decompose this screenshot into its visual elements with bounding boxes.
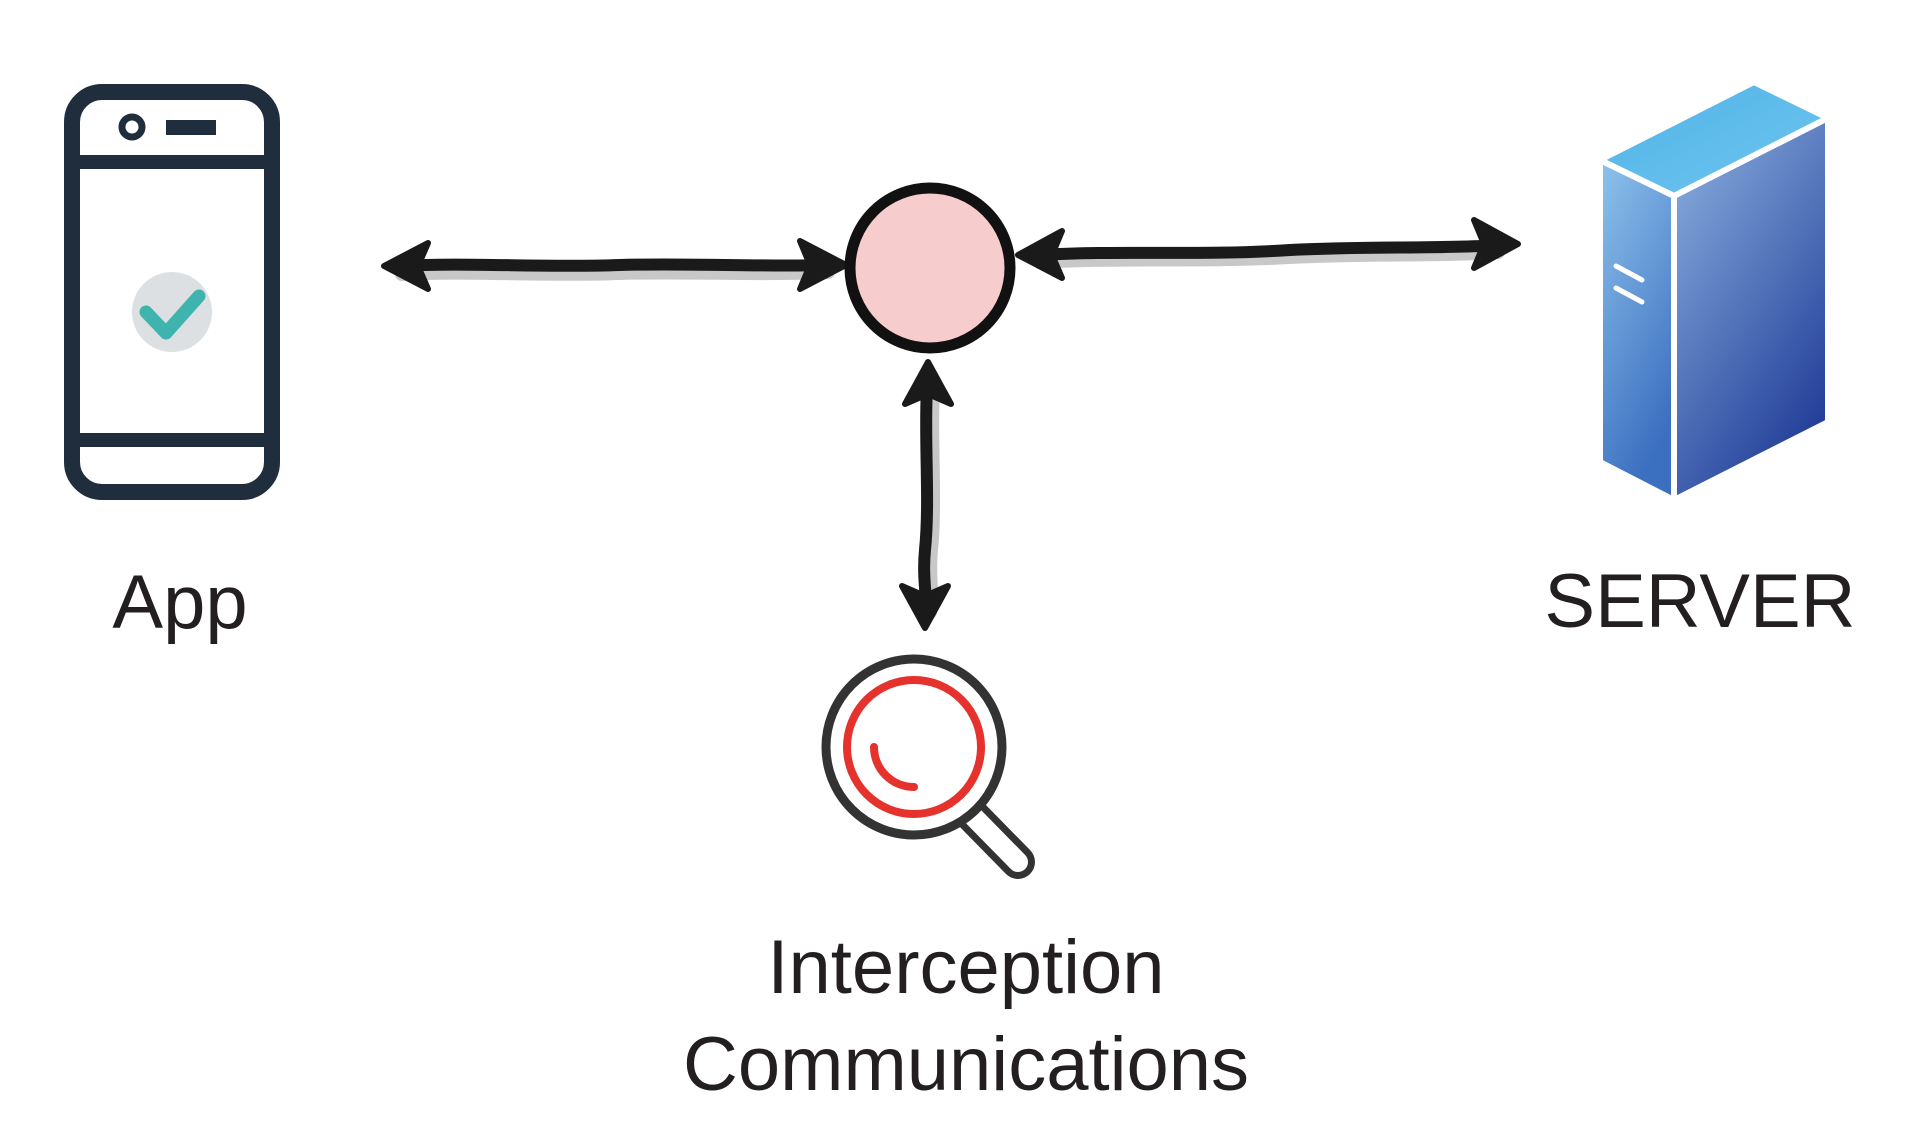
arrowhead-down-icon — [899, 583, 951, 631]
server-icon — [1593, 78, 1835, 505]
edge-app-interceptor — [381, 238, 849, 292]
app-label: App — [112, 560, 247, 645]
arrowhead-left-icon — [381, 240, 431, 292]
arrowhead-right-icon — [1471, 217, 1521, 271]
server-label: SERVER — [1544, 559, 1855, 644]
intercept-node-circle — [844, 182, 1016, 354]
smartphone-icon — [64, 84, 280, 500]
server-left-face — [1597, 155, 1677, 505]
magnifier-icon — [821, 654, 1035, 879]
edge-interceptor-interception — [899, 359, 954, 631]
interception-label-line1: Interception — [767, 925, 1164, 1010]
arrowhead-up-icon — [902, 359, 954, 407]
interception-label-line2: Communications — [683, 1022, 1249, 1107]
arrowhead-right-icon — [797, 238, 849, 292]
edge-interceptor-server — [1015, 217, 1521, 281]
checkmark-icon — [132, 272, 212, 352]
arrowhead-left-icon — [1015, 228, 1065, 281]
server-front-face — [1671, 113, 1831, 505]
